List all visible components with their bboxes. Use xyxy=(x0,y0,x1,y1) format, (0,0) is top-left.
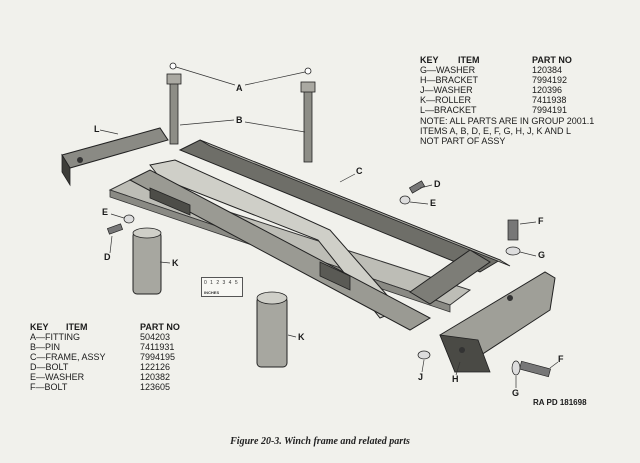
frame-cross-member xyxy=(409,249,491,305)
roller-k-right xyxy=(256,296,288,368)
frame-front-channel xyxy=(128,169,432,331)
bolt-f-upper xyxy=(507,219,519,241)
callout-j: J xyxy=(418,372,424,382)
bolt-d-right xyxy=(408,180,426,194)
pin-b-left-head xyxy=(166,73,182,85)
callout-a: A xyxy=(236,83,243,93)
assembly-note: NOTE: ALL PARTS ARE IN GROUP 2001.1 ITEM… xyxy=(420,116,595,146)
frame-center-bracket xyxy=(319,261,351,291)
washer-e-left xyxy=(123,214,135,224)
scale-label: INCHES xyxy=(204,290,220,295)
pin-b-right-head xyxy=(300,81,316,93)
bracket-l-flange xyxy=(61,153,71,187)
pin-b-left-shaft xyxy=(169,81,179,145)
roller-k-right-end xyxy=(256,291,288,305)
callout-d-left: D xyxy=(104,252,111,262)
bracket-h-hole xyxy=(459,347,465,353)
bracket-l-hole xyxy=(77,157,83,163)
fitting-a-left xyxy=(169,62,177,70)
callout-f-lower: F xyxy=(558,354,564,364)
figure-caption: Figure 20-3. Winch frame and related par… xyxy=(230,436,410,447)
washer-g-lower xyxy=(511,360,521,376)
fitting-a-right xyxy=(304,67,312,75)
washer-j xyxy=(417,350,431,360)
callout-b: B xyxy=(236,115,243,125)
table-header: KEY ITEM PART NO xyxy=(30,322,180,332)
callout-d-right: D xyxy=(434,179,441,189)
bracket-h-flange xyxy=(439,334,491,373)
bolt-d-left xyxy=(106,223,124,235)
callout-e-right: E xyxy=(430,198,437,208)
callout-e-left: E xyxy=(102,207,109,217)
leader-lines xyxy=(99,66,559,388)
callout-g-upper: G xyxy=(538,250,546,260)
callout-c: C xyxy=(356,166,363,176)
reference-code: RA PD 181698 xyxy=(533,398,587,407)
table-header: KEY ITEM PART NO xyxy=(420,55,572,65)
scale-bar: 0 1 2 3 4 5 INCHES xyxy=(201,277,243,297)
callout-l: L xyxy=(94,124,100,134)
frame-small-bracket xyxy=(149,187,191,216)
pin-b-right-shaft xyxy=(303,89,313,163)
callout-f-upper: F xyxy=(538,216,544,226)
washer-g-upper xyxy=(505,246,521,256)
roller-k-left-end xyxy=(132,227,162,239)
callout-k-right: K xyxy=(298,332,305,342)
frame-rear-channel-top xyxy=(199,139,511,267)
bolt-f-lower xyxy=(519,360,551,378)
washer-e-right xyxy=(399,195,411,205)
callout-h: H xyxy=(452,374,459,384)
callout-k-left: K xyxy=(172,258,179,268)
roller-k-left xyxy=(132,231,162,295)
callout-g-lower: G xyxy=(512,388,520,398)
scale-numbers: 0 1 2 3 4 5 xyxy=(204,280,239,286)
bracket-h-hole-2 xyxy=(507,295,513,301)
